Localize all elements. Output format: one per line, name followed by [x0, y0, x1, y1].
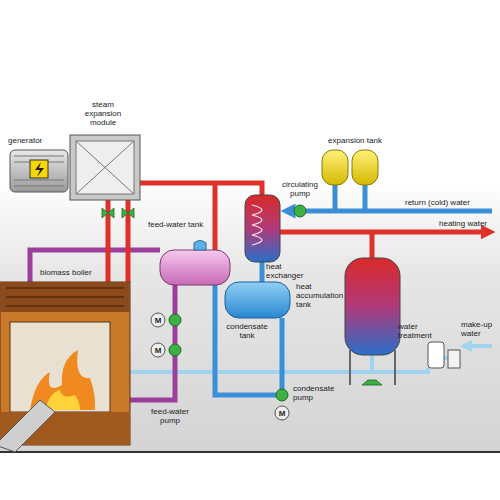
part-label: feed-water pump — [140, 407, 200, 425]
part-label: generator — [8, 136, 68, 145]
motor-symbol: M — [275, 409, 289, 418]
part-label: condensate pump — [293, 384, 343, 402]
part-label: water treatment — [398, 322, 438, 340]
motor-symbol: M — [151, 346, 165, 355]
part-label: feed-water tank — [148, 220, 204, 229]
part-label: steam expansion module — [80, 100, 126, 127]
part-label: heat accumulation tank — [296, 282, 344, 309]
part-label: biomass boiler — [40, 268, 120, 277]
part-label: make-up water — [461, 320, 497, 338]
part-label: circulating pump — [275, 180, 325, 198]
part-label: condensate tank — [226, 322, 268, 340]
motor-symbol: M — [151, 316, 165, 325]
part-label: heating water — [439, 219, 497, 228]
part-label: return (cold) water — [405, 198, 495, 207]
part-label: expansion tank — [310, 136, 400, 145]
part-label: heat exchanger — [266, 262, 308, 280]
